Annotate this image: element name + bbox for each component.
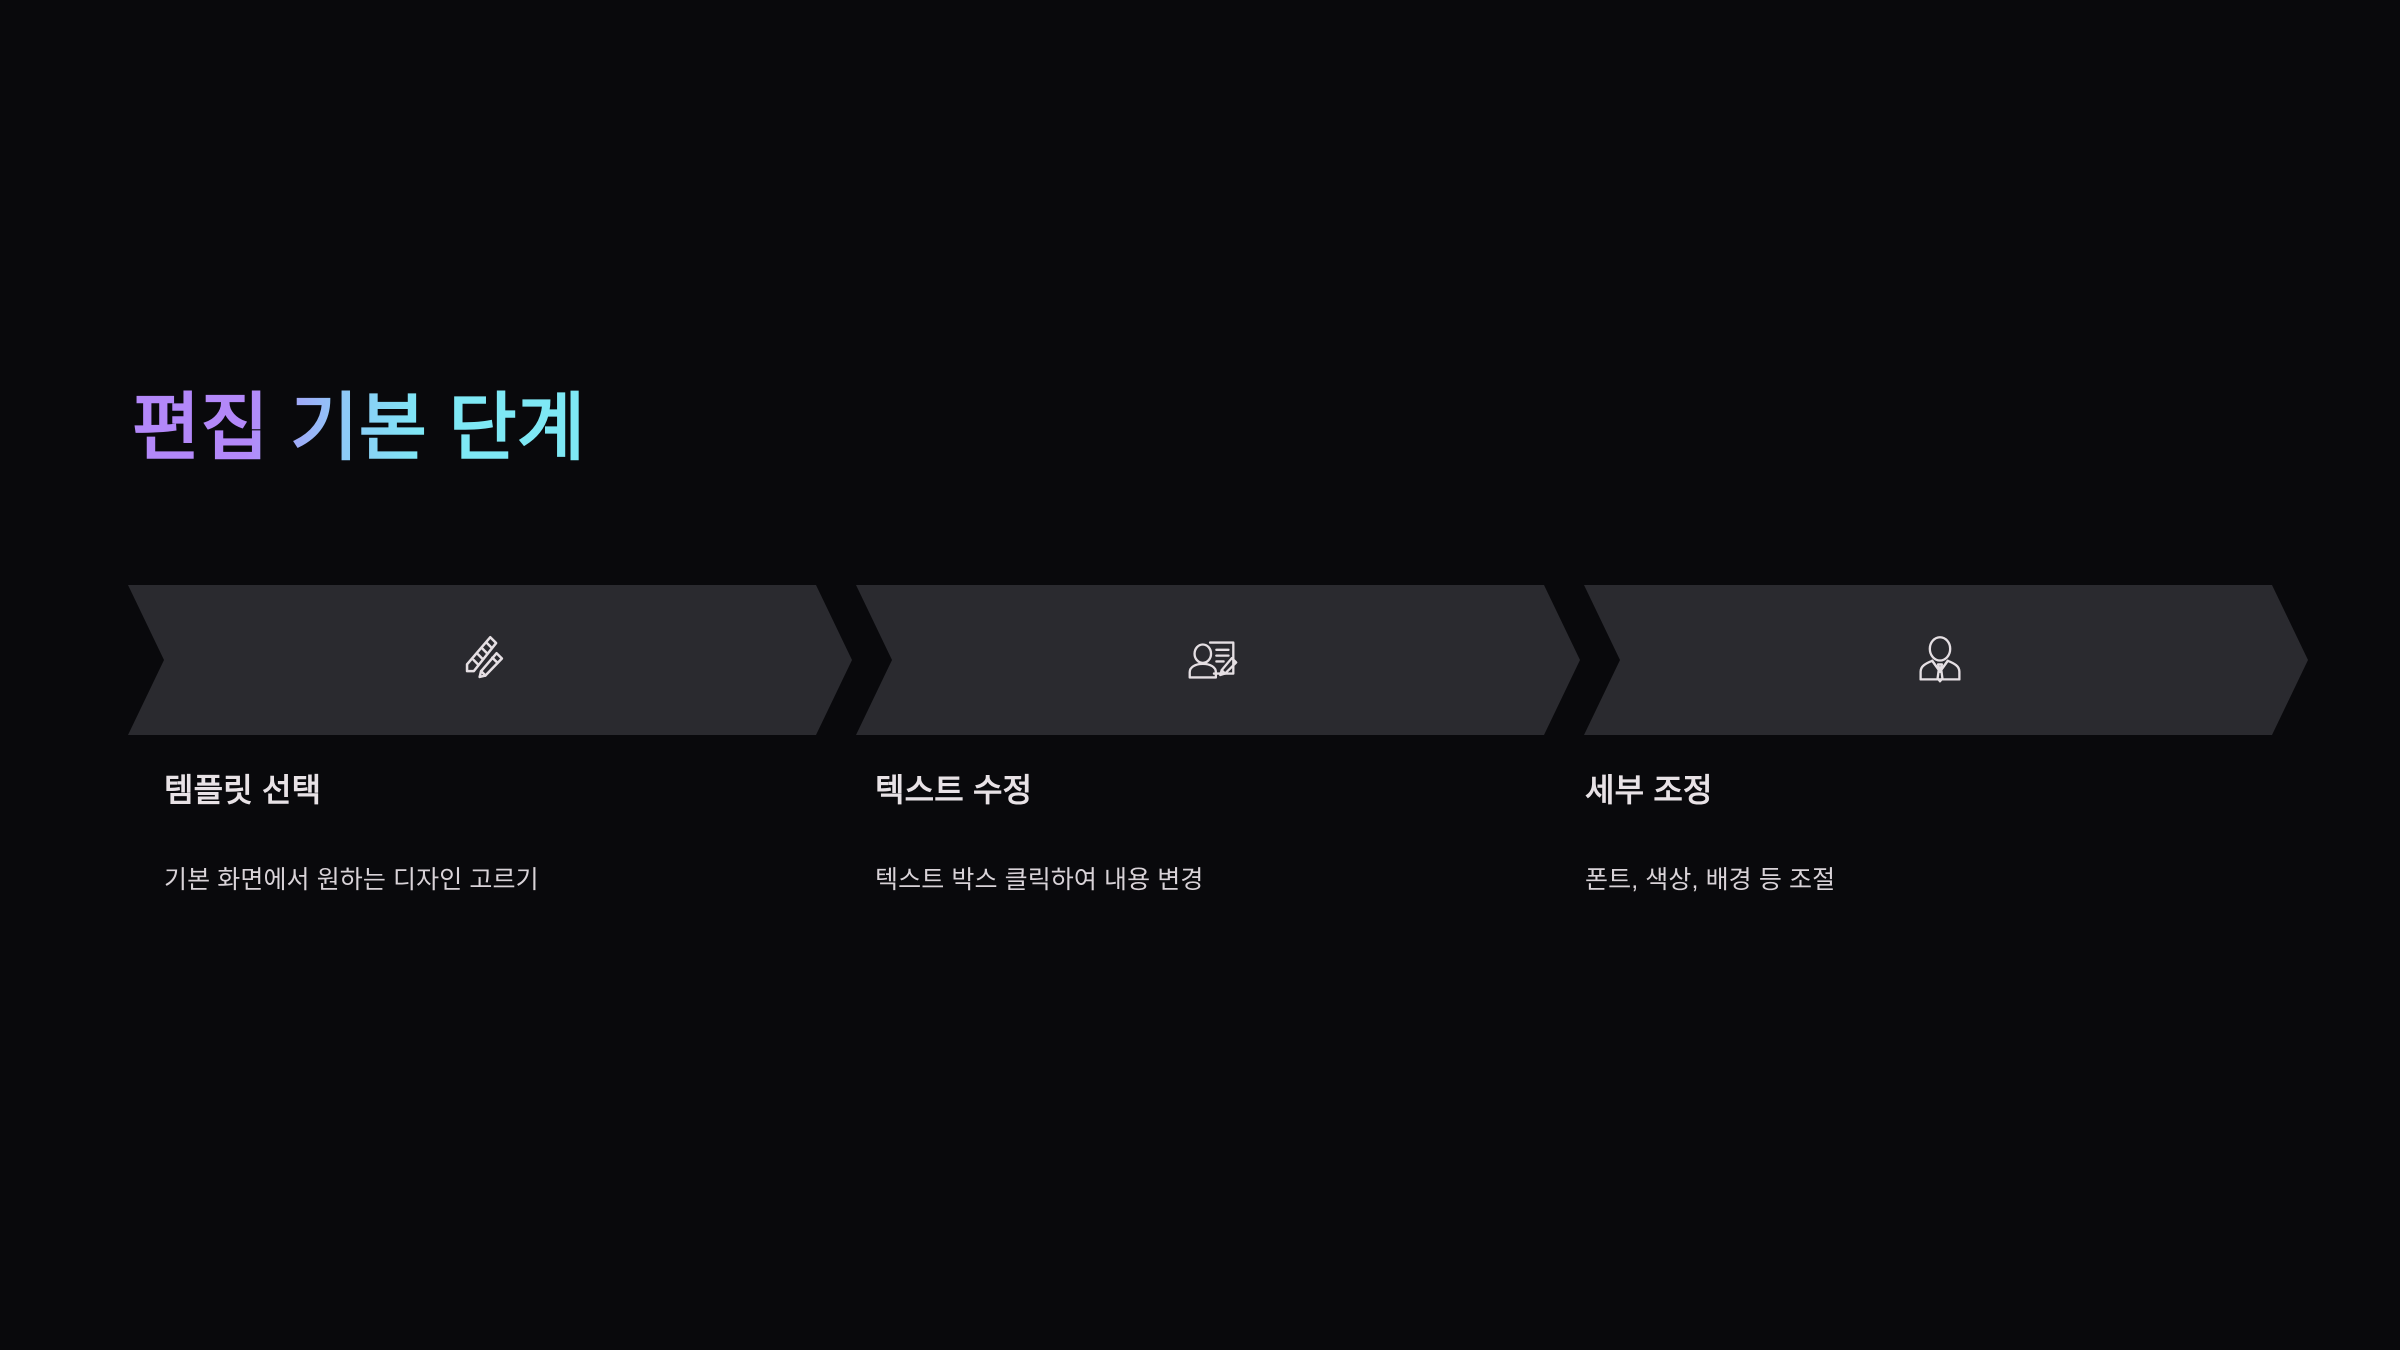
- step-description-3: 폰트, 색상, 배경 등 조절: [1585, 866, 1836, 894]
- step-chevron-2[interactable]: [856, 585, 1580, 735]
- person-document-edit-icon: [1181, 629, 1243, 691]
- person-suit-icon: [1909, 629, 1971, 691]
- step-description-2: 텍스트 박스 클릭하여 내용 변경: [875, 866, 1204, 894]
- step-heading-1: 템플릿 선택: [164, 772, 322, 808]
- step-heading-2: 텍스트 수정: [875, 772, 1033, 808]
- step-description-1: 기본 화면에서 원하는 디자인 고르기: [164, 866, 539, 894]
- page-title: 편집 기본 단계: [132, 386, 586, 469]
- step-heading-3: 세부 조정: [1585, 772, 1713, 808]
- step-chevron-3[interactable]: [1584, 585, 2308, 735]
- step-chevron-1[interactable]: [128, 585, 852, 735]
- steps-chevron-band: [0, 585, 2400, 735]
- ruler-pencil-icon: [453, 629, 515, 691]
